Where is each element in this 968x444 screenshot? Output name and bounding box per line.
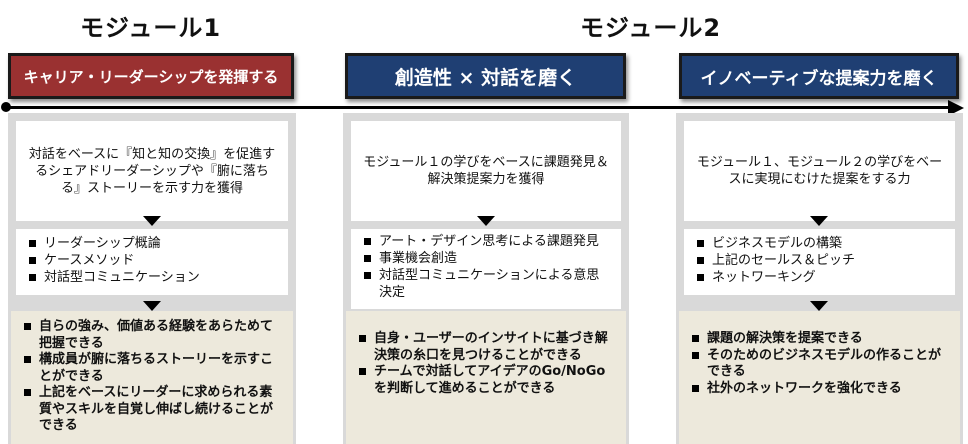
outcome-item: 自身・ユーザーのインサイトに基づき解決策の糸口を見つけることができる (356, 331, 618, 364)
topic-item: 事業機会創造 (361, 250, 611, 267)
topic-item: アート・デザイン思考による課題発見 (361, 233, 611, 250)
column-1: 対話をベースに『知と知の交換』を促進するシェアドリーダーシップや『腑に落ちる』ス… (8, 113, 296, 444)
column-2-topics: アート・デザイン思考による課題発見 事業機会創造 対話型コミュニケーションによる… (351, 229, 621, 309)
column-3-topics: ビジネスモデルの構築 上記のセールス＆ピッチ ネットワーキング (684, 229, 955, 295)
outcome-item: 構成員が腑に落ちるストーリーを示すことができる (21, 352, 285, 385)
down-arrow-icon (143, 301, 161, 311)
column-3-outcomes: 課題の解決策を提案できる そのためのビジネスモデルの作ることができる 社外のネッ… (679, 311, 960, 444)
column-1-outcomes: 自らの強み、価値ある経験をあらためて把握できる 構成員が腑に落ちるストーリーを示… (11, 311, 293, 444)
topic-item: 上記のセールス＆ピッチ (694, 252, 945, 269)
outcome-item: 自らの強み、価値ある経験をあらためて把握できる (21, 319, 285, 352)
topic-item: ケースメソッド (26, 252, 278, 269)
outcome-item: チームで対話してアイデアのGo/NoGoを判断して進めることができる (356, 364, 618, 397)
down-arrow-icon (143, 216, 161, 226)
topic-item: ビジネスモデルの構築 (694, 235, 945, 252)
column-3-header: イノベーティブな提案力を磨く (679, 53, 959, 99)
topic-item: 対話型コミュニケーション (26, 269, 278, 286)
topic-item: リーダーシップ概論 (26, 235, 278, 252)
column-1-description-text: 対話をベースに『知と知の交換』を促進するシェアドリーダーシップや『腑に落ちる』ス… (28, 146, 276, 196)
column-3: モジュール１、モジュール２の学びをベースに実現にむけた提案をする力 ビジネスモデ… (676, 113, 963, 444)
timeline-arrow-icon (948, 100, 964, 116)
column-1-description: 対話をベースに『知と知の交換』を促進するシェアドリーダーシップや『腑に落ちる』ス… (16, 121, 288, 221)
column-3-description-text: モジュール１、モジュール２の学びをベースに実現にむけた提案をする力 (696, 155, 943, 187)
column-1-header: キャリア・リーダーシップを発揮する (8, 53, 294, 99)
outcome-item: そのためのビジネスモデルの作ることができる (689, 348, 952, 381)
timeline-line (6, 106, 952, 109)
down-arrow-icon (810, 301, 828, 311)
column-2-description-text: モジュール１の学びをベースに課題発見＆解決策提案力を獲得 (363, 155, 609, 187)
module-1-title: モジュール1 (80, 14, 222, 42)
topic-item: 対話型コミュニケーションによる意思決定 (361, 267, 611, 301)
column-1-topics: リーダーシップ概論 ケースメソッド 対話型コミュニケーション (16, 229, 288, 295)
outcome-item: 課題の解決策を提案できる (689, 331, 952, 348)
column-2-header: 創造性 × 対話を磨く (345, 53, 626, 99)
down-arrow-icon (810, 216, 828, 226)
timeline-start-dot (1, 102, 11, 112)
column-2-description: モジュール１の学びをベースに課題発見＆解決策提案力を獲得 (351, 121, 621, 221)
outcome-item: 社外のネットワークを強化できる (689, 381, 952, 398)
column-3-description: モジュール１、モジュール２の学びをベースに実現にむけた提案をする力 (684, 121, 955, 221)
module-2-title: モジュール2 (580, 14, 722, 42)
topic-item: ネットワーキング (694, 269, 945, 286)
down-arrow-icon (477, 216, 495, 226)
column-2: モジュール１の学びをベースに課題発見＆解決策提案力を獲得 アート・デザイン思考に… (343, 113, 629, 444)
column-2-outcomes: 自身・ユーザーのインサイトに基づき解決策の糸口を見つけることができる チームで対… (346, 311, 626, 444)
outcome-item: 上記をベースにリーダーに求められる素質やスキルを自覚し伸ばし続けることができる (21, 385, 285, 435)
